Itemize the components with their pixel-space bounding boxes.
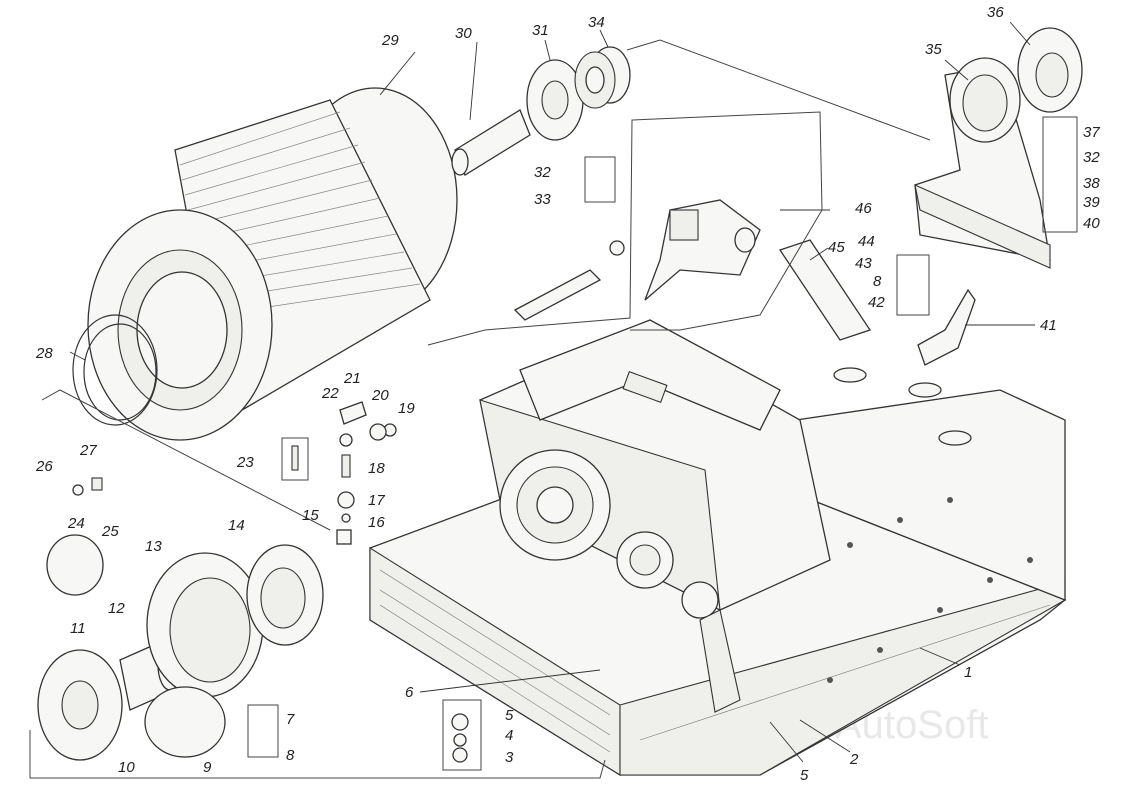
callout-17: 17 — [368, 492, 385, 509]
callout-22: 22 — [321, 385, 339, 402]
detail-box-32-33 — [584, 156, 616, 203]
cover-36 — [1017, 27, 1083, 113]
brake-assembly-46 — [427, 111, 823, 346]
detail-box-3-5 — [442, 699, 482, 771]
callout-6: 6 — [405, 684, 414, 701]
callout-40: 40 — [1083, 215, 1100, 232]
cover-25 — [46, 534, 104, 596]
detail-box-42-44 — [896, 254, 930, 316]
callout-20: 20 — [371, 387, 389, 404]
callout-32b: 32 — [1083, 149, 1100, 166]
callout-12: 12 — [108, 600, 125, 617]
callout-28: 28 — [35, 345, 53, 362]
callout-39: 39 — [1083, 194, 1100, 211]
callout-11: 11 — [70, 620, 86, 637]
callout-38: 38 — [1083, 175, 1100, 192]
bearing-housing-35 — [914, 57, 1051, 269]
callout-2: 2 — [849, 751, 859, 768]
callout-1: 1 — [964, 664, 972, 681]
callout-21: 21 — [343, 370, 361, 387]
callout-26: 26 — [35, 458, 53, 475]
callout-23: 23 — [236, 454, 254, 471]
bearing-14 — [246, 544, 324, 646]
callout-44: 44 — [858, 233, 875, 250]
callout-10: 10 — [118, 759, 135, 776]
gearbox — [479, 319, 831, 713]
callout-31: 31 — [532, 22, 549, 39]
callout-33: 33 — [534, 191, 551, 208]
detail-box-37-40 — [1042, 116, 1078, 233]
cable-drum — [87, 87, 458, 441]
callout-13: 13 — [145, 538, 162, 555]
callout-41: 41 — [1040, 317, 1057, 334]
detail-box-7-8 — [247, 704, 279, 758]
ring-28 — [72, 314, 158, 426]
callout-37: 37 — [1083, 124, 1100, 141]
shaft-30 — [451, 109, 531, 176]
callout-3: 3 — [505, 749, 514, 766]
bearing-34 — [574, 46, 631, 109]
callout-labels: 1 2 3 4 5 5 6 7 8 8 9 10 11 12 13 14 15 … — [35, 4, 1100, 784]
callout-45: 45 — [828, 239, 845, 256]
angle-41 — [917, 288, 976, 366]
callout-46: 46 — [855, 200, 872, 217]
callout-25: 25 — [101, 523, 119, 540]
callout-29: 29 — [381, 32, 399, 49]
callout-5a: 5 — [505, 707, 514, 724]
callout-42: 42 — [868, 294, 885, 311]
callout-30: 30 — [455, 25, 472, 42]
bracket-45 — [778, 239, 872, 341]
callout-43: 43 — [855, 255, 872, 272]
callout-8a: 8 — [286, 747, 295, 764]
callout-4: 4 — [505, 727, 513, 744]
callout-14: 14 — [228, 517, 245, 534]
fasteners-15-22 — [72, 401, 397, 545]
callout-7: 7 — [286, 711, 295, 728]
gear-10 — [37, 649, 123, 761]
callout-32a: 32 — [534, 164, 551, 181]
callout-16: 16 — [368, 514, 385, 531]
ring-gear-13 — [146, 552, 264, 698]
callout-9: 9 — [203, 759, 212, 776]
callout-8b: 8 — [873, 273, 882, 290]
callout-27: 27 — [79, 442, 97, 459]
callout-35: 35 — [925, 41, 942, 58]
callout-24: 24 — [67, 515, 85, 532]
cover-9 — [144, 686, 226, 758]
callout-15: 15 — [302, 507, 319, 524]
detail-box-23 — [281, 437, 309, 481]
callout-19: 19 — [398, 400, 415, 417]
callout-18: 18 — [368, 460, 385, 477]
callout-36: 36 — [987, 4, 1004, 21]
callout-5b: 5 — [800, 767, 809, 784]
callout-34: 34 — [588, 14, 605, 31]
